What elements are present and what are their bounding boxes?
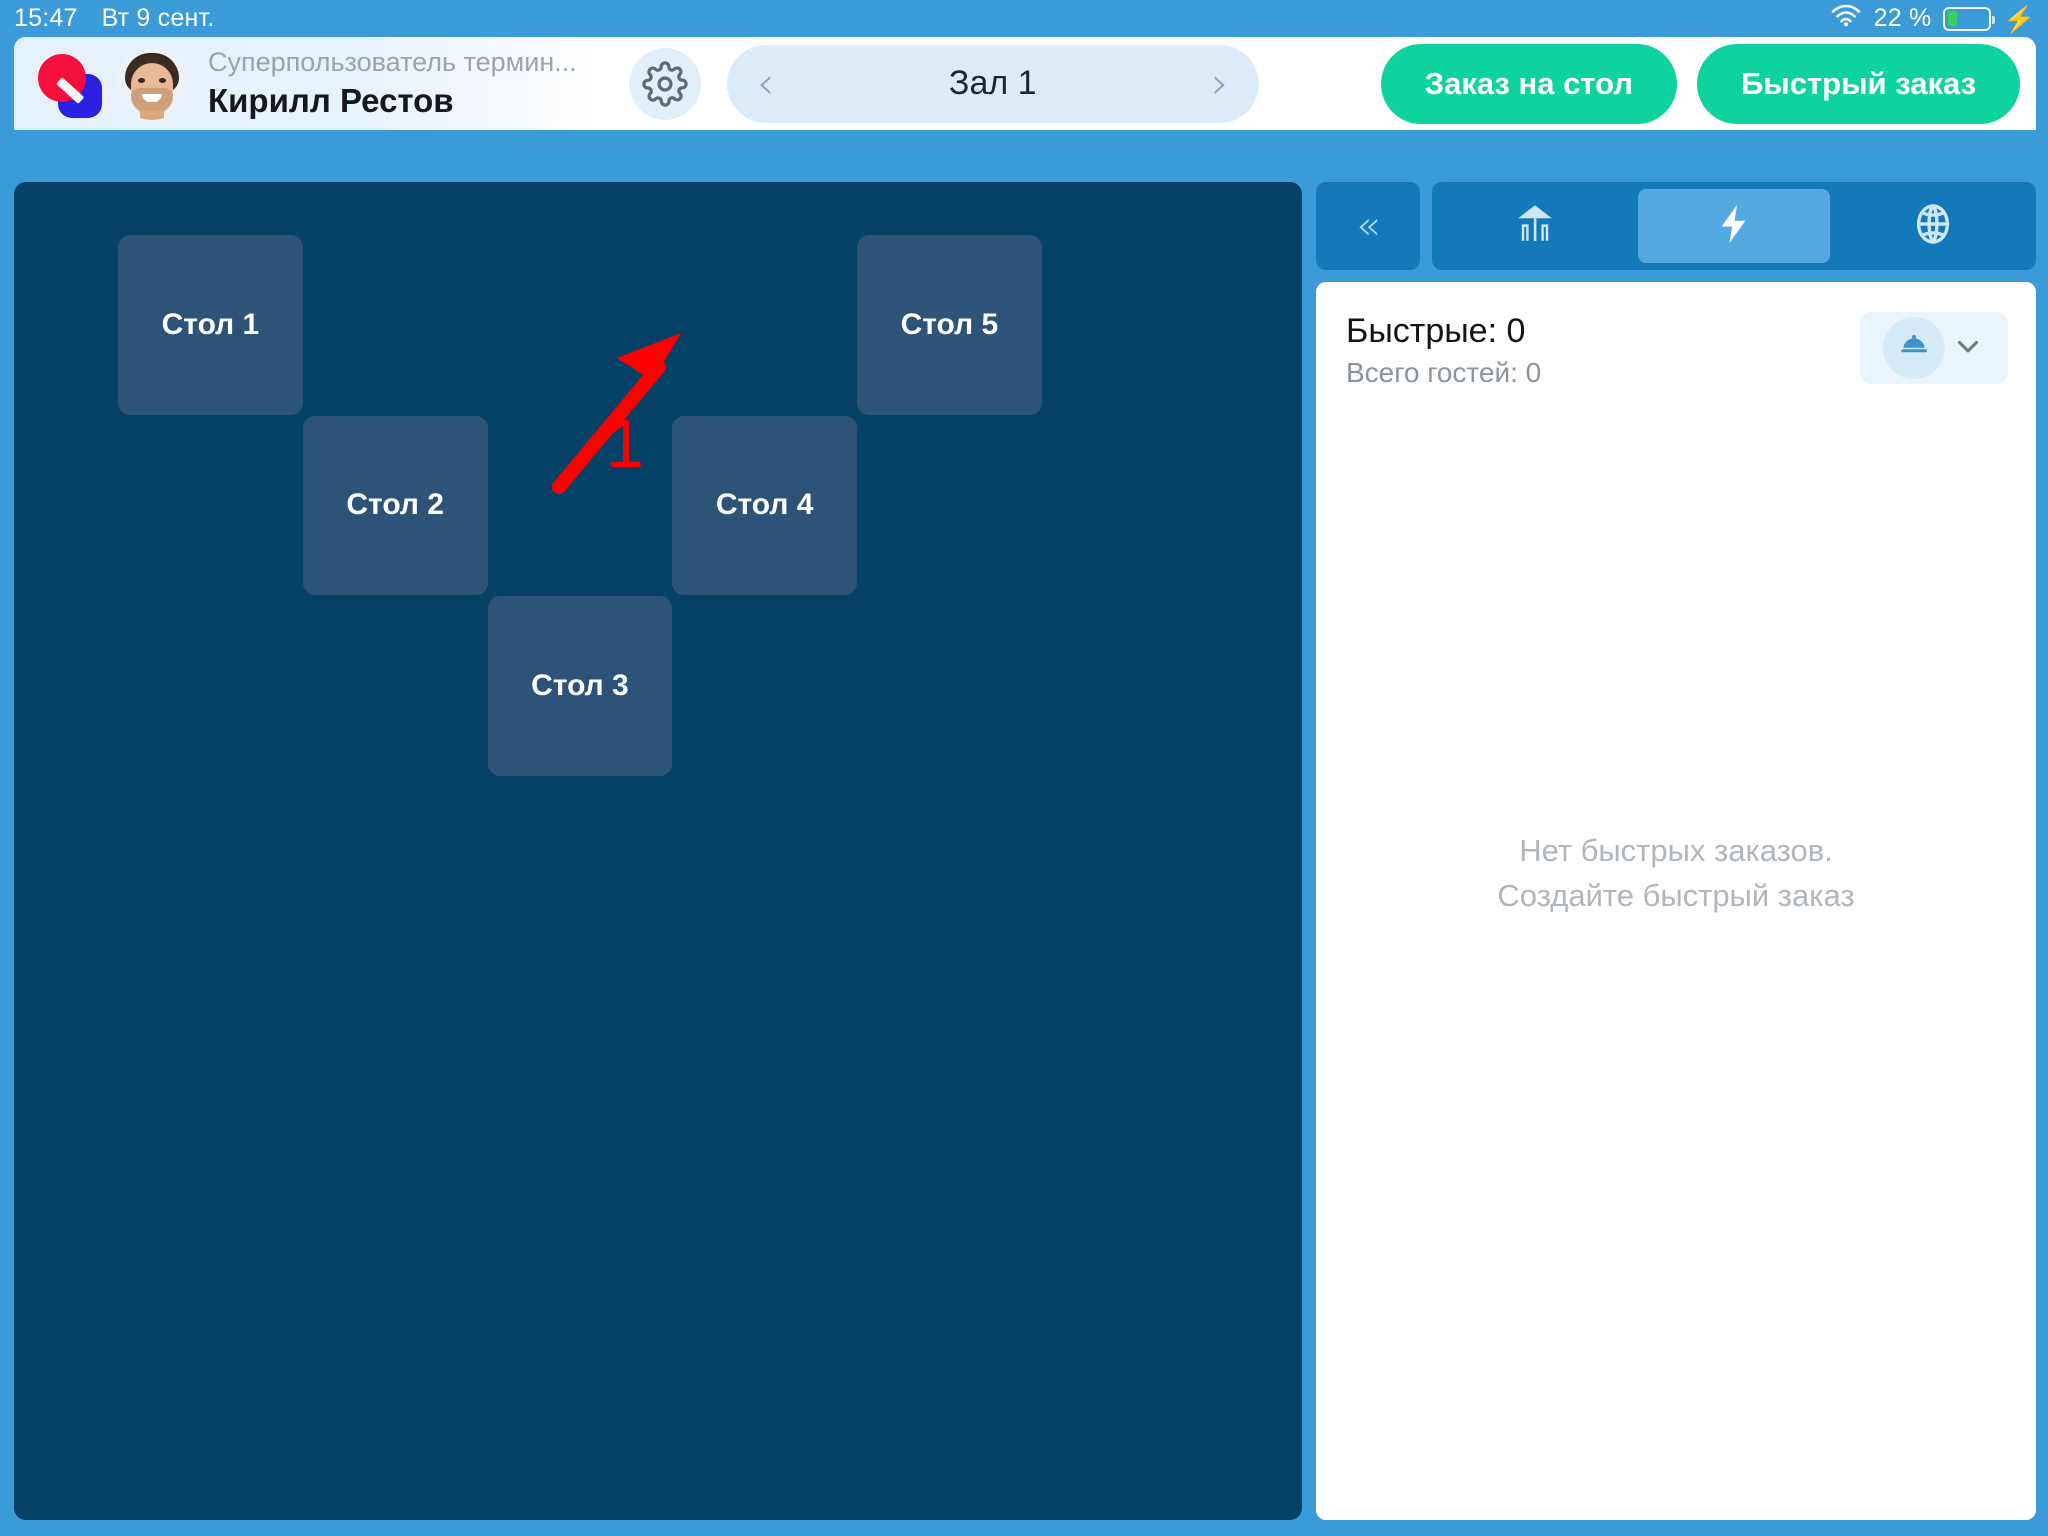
app-header: Суперпользователь термин... Кирилл Ресто… — [14, 37, 2036, 130]
side-panel: « — [1316, 182, 2036, 1520]
user-info: Суперпользователь термин... Кирилл Ресто… — [208, 46, 577, 121]
hall-selector[interactable]: ‹ Зал 1 › — [726, 44, 1259, 123]
hall-name: Зал 1 — [948, 64, 1037, 102]
status-right-cluster: 22 % ⚡ — [1830, 3, 2036, 34]
quick-orders-titles: Быстрые: 0 Всего гостей: 0 — [1346, 312, 1541, 389]
table-5[interactable]: Стол 5 — [857, 235, 1042, 415]
battery-percent: 22 % — [1873, 4, 1932, 32]
tab-halls[interactable] — [1439, 189, 1632, 263]
chevron-left-icon[interactable]: ‹ — [756, 57, 775, 109]
wifi-icon — [1830, 3, 1862, 34]
total-guests-count: Всего гостей: 0 — [1346, 357, 1542, 388]
double-chevron-left-icon: « — [1355, 203, 1381, 249]
quick-orders-count: Быстрые: 0 — [1346, 312, 1526, 350]
table-3[interactable]: Стол 3 — [487, 596, 673, 776]
annotation-number: 1 — [606, 406, 644, 482]
side-tabs — [1432, 182, 2036, 270]
charging-bolt-icon: ⚡ — [2003, 3, 2036, 34]
empty-state-line2: Создайте быстрый заказ — [1497, 877, 1855, 913]
table-label: Стол 5 — [900, 307, 999, 341]
lightning-bolt-icon — [1711, 201, 1757, 252]
empty-state-line1: Нет быстрых заказов. — [1519, 832, 1833, 868]
quick-orders-header: Быстрые: 0 Всего гостей: 0 — [1316, 282, 2036, 407]
quick-orders-controls[interactable] — [1860, 312, 2008, 384]
quick-orders-card: Быстрые: 0 Всего гостей: 0 — [1316, 282, 2036, 1520]
quick-order-button[interactable]: Быстрый заказ — [1696, 43, 2020, 124]
chevron-right-icon[interactable]: › — [1211, 57, 1229, 109]
table-label: Стол 2 — [346, 488, 444, 522]
status-date: Вт 9 сент. — [101, 4, 215, 32]
chevron-down-icon[interactable] — [1951, 329, 1985, 368]
app-logo-icon — [32, 50, 102, 118]
settings-button[interactable] — [628, 47, 701, 120]
header-identity-block: Суперпользователь термин... Кирилл Ресто… — [14, 37, 603, 130]
table-4[interactable]: Стол 4 — [672, 415, 858, 596]
battery-icon — [1943, 6, 1996, 31]
header-actions: Заказ на стол Быстрый заказ — [1380, 43, 2036, 124]
table-1[interactable]: Стол 1 — [118, 235, 303, 415]
order-to-table-button[interactable]: Заказ на стол — [1380, 43, 1677, 124]
cloche-icon[interactable] — [1883, 317, 1945, 379]
tab-quick-orders[interactable] — [1637, 189, 1831, 263]
status-bar: 15:47 Вт 9 сент. 22 % ⚡ — [0, 0, 2048, 37]
globe-icon — [1909, 200, 1957, 253]
table-label: Стол 1 — [161, 307, 260, 341]
collapse-panel-button[interactable]: « — [1316, 182, 1420, 270]
table-2[interactable]: Стол 2 — [302, 415, 488, 596]
avatar[interactable] — [116, 47, 188, 120]
side-toolbar: « — [1316, 182, 2036, 270]
gear-icon — [642, 60, 688, 107]
hall-canvas[interactable]: Стол 5 Стол 4 Стол 3 Стол 2 Стол 1 1 — [14, 182, 1302, 1520]
user-role: Суперпользователь термин... — [208, 47, 577, 77]
table-label: Стол 4 — [715, 488, 814, 522]
user-name: Кирилл Рестов — [208, 81, 454, 119]
tab-delivery[interactable] — [1836, 189, 2029, 263]
status-time: 15:47 — [14, 4, 78, 32]
table-label: Стол 3 — [531, 669, 629, 702]
parasol-tables-icon — [1511, 200, 1559, 253]
empty-state: Нет быстрых заказов. Создайте быстрый за… — [1316, 407, 2036, 1520]
